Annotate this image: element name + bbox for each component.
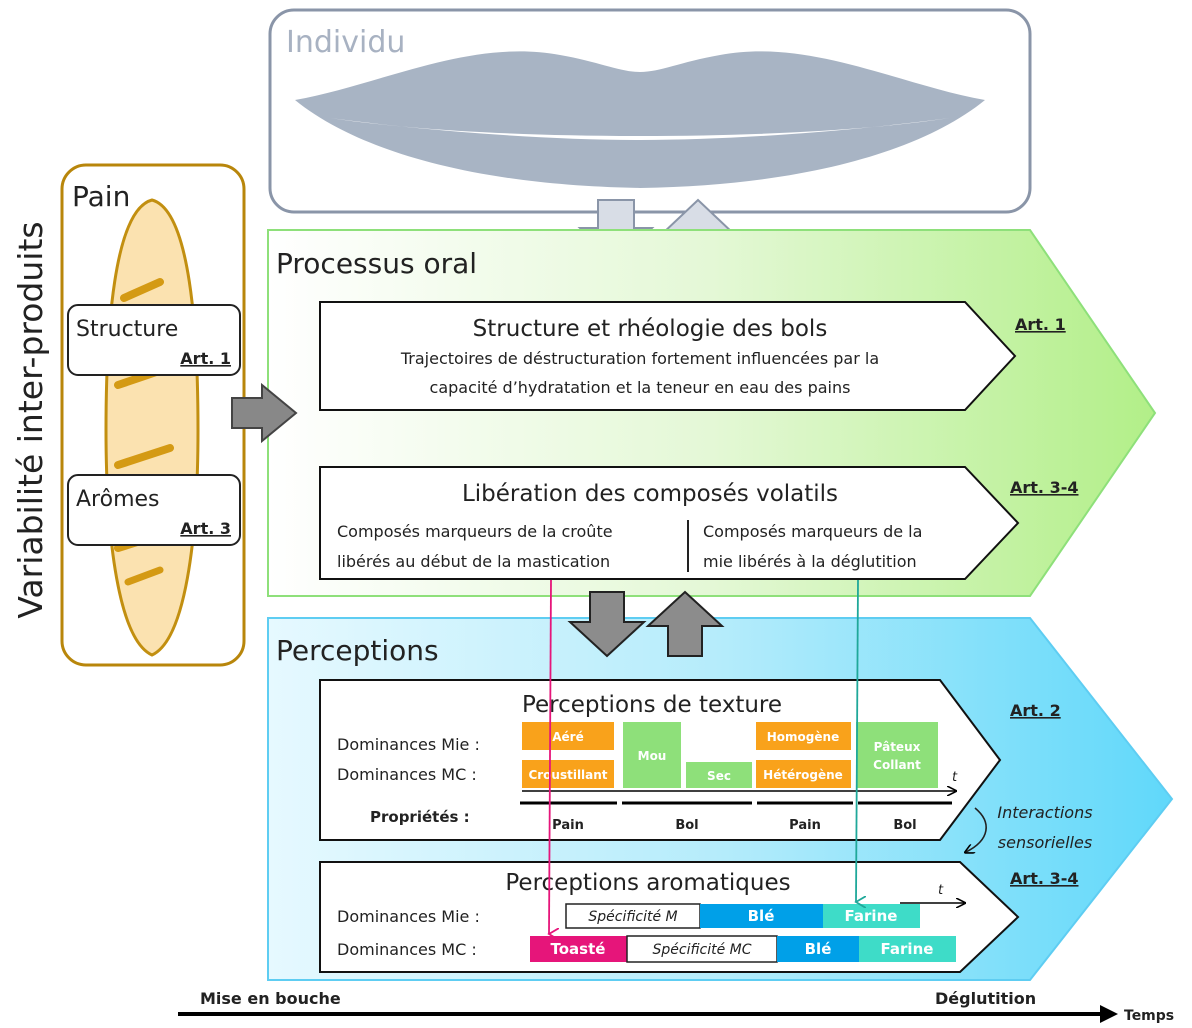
aroma-row-mc: Dominances MC : bbox=[337, 940, 477, 959]
liberation-right2: mie libérés à la déglutition bbox=[703, 552, 917, 571]
processus-title: Processus oral bbox=[276, 247, 477, 280]
liberation-left1: Composés marqueurs de la croûte bbox=[337, 522, 613, 541]
prop-label-1: Pain bbox=[552, 818, 584, 833]
svg-text:Croustillant: Croustillant bbox=[528, 768, 607, 782]
individu-label: Individu bbox=[286, 25, 405, 60]
timeline-end: Déglutition bbox=[935, 989, 1036, 1008]
bols-line2: capacité d’hydratation et la teneur en e… bbox=[430, 378, 851, 397]
svg-text:Farine: Farine bbox=[845, 907, 898, 925]
aromes-box bbox=[67, 474, 241, 546]
aroma-ref: Art. 3-4 bbox=[1010, 869, 1078, 888]
interactions-line2: sensorielles bbox=[998, 833, 1092, 852]
svg-text:Spécificité M: Spécificité M bbox=[588, 909, 677, 925]
liberation-right1: Composés marqueurs de la bbox=[703, 522, 922, 541]
baguette-icon bbox=[104, 198, 200, 657]
aroma-mie-ble: Blé bbox=[700, 904, 823, 928]
aroma-t-label: t bbox=[938, 883, 944, 898]
svg-text:Collant: Collant bbox=[873, 758, 921, 772]
aroma-mc-toaste: Toasté bbox=[530, 936, 627, 962]
bols-chevron-box bbox=[319, 301, 1017, 411]
liberation-chevron-box bbox=[319, 466, 1020, 580]
perceptions-title: Perceptions bbox=[276, 634, 439, 667]
texture-block-heterogene: Hétérogène bbox=[756, 760, 851, 788]
structure-box bbox=[67, 304, 241, 376]
aromes-label: Arômes bbox=[76, 487, 160, 512]
structure-label: Structure bbox=[76, 317, 178, 342]
lips-icon bbox=[295, 51, 985, 188]
texture-title: Perceptions de texture bbox=[522, 692, 782, 718]
pain-title: Pain bbox=[72, 180, 130, 213]
svg-text:Farine: Farine bbox=[881, 940, 934, 958]
texture-block-pateux-collant: Pâteux Collant bbox=[856, 722, 938, 788]
up-arrow-perceptions bbox=[645, 590, 725, 657]
aroma-title: Perceptions aromatiques bbox=[505, 870, 790, 896]
timeline-arrowhead bbox=[1100, 1005, 1118, 1023]
down-arrow-processus bbox=[567, 591, 647, 658]
bols-ref: Art. 1 bbox=[1015, 315, 1066, 334]
svg-text:Hétérogène: Hétérogène bbox=[763, 768, 843, 782]
bols-title: Structure et rhéologie des bols bbox=[473, 316, 828, 342]
texture-row-mc: Dominances MC : bbox=[337, 765, 477, 784]
texture-block-mou: Mou bbox=[623, 722, 681, 788]
svg-text:Blé: Blé bbox=[805, 940, 832, 958]
texture-ref: Art. 2 bbox=[1010, 701, 1061, 720]
structure-ref: Art. 1 bbox=[180, 349, 231, 368]
right-arrow-pain bbox=[231, 382, 298, 444]
aroma-mie-farine: Farine bbox=[823, 904, 920, 928]
texture-block-croustillant: Croustillant bbox=[522, 760, 614, 788]
prop-label-2: Bol bbox=[675, 818, 698, 833]
aromes-ref: Art. 3 bbox=[180, 519, 231, 538]
texture-block-sec: Sec bbox=[686, 762, 752, 788]
svg-text:Blé: Blé bbox=[748, 907, 775, 925]
svg-text:Aéré: Aéré bbox=[552, 730, 583, 744]
texture-props-label: Propriétés : bbox=[370, 808, 470, 826]
interactions-curve-arrow bbox=[966, 807, 987, 852]
svg-text:Spécificité MC: Spécificité MC bbox=[652, 942, 751, 958]
prop-label-3: Pain bbox=[789, 818, 821, 833]
svg-text:Sec: Sec bbox=[707, 769, 731, 783]
liberation-ref: Art. 3-4 bbox=[1010, 478, 1078, 497]
timeline-start: Mise en bouche bbox=[200, 989, 341, 1008]
timeline-axis-label: Temps bbox=[1124, 1008, 1174, 1024]
bols-line1: Trajectoires de déstructuration fortemen… bbox=[400, 349, 879, 368]
svg-text:Pâteux: Pâteux bbox=[874, 740, 921, 754]
baguette-cut-3 bbox=[114, 444, 174, 469]
side-title: Variabilité inter-produits bbox=[11, 221, 50, 618]
texture-row-mie: Dominances Mie : bbox=[337, 735, 480, 754]
svg-text:Toasté: Toasté bbox=[551, 940, 606, 958]
liberation-title: Libération des composés volatils bbox=[462, 481, 838, 507]
interactions-line1: Interactions bbox=[997, 803, 1092, 822]
aroma-mc-specificite-mc: Spécificité MC bbox=[626, 935, 778, 963]
baguette-cut-1 bbox=[120, 278, 164, 302]
prop-label-4: Bol bbox=[893, 818, 916, 833]
aroma-mc-farine: Farine bbox=[859, 936, 956, 962]
liberation-left2: libérés au début de la mastication bbox=[337, 552, 610, 571]
pink-connector-line bbox=[549, 579, 551, 934]
svg-text:Homogène: Homogène bbox=[767, 730, 839, 744]
texture-block-homogene: Homogène bbox=[756, 722, 851, 750]
svg-text:Mou: Mou bbox=[638, 749, 667, 763]
texture-block-aere: Aéré bbox=[522, 722, 614, 750]
teal-connector-line bbox=[856, 579, 858, 902]
baguette-cut-5 bbox=[124, 566, 164, 586]
aroma-mie-specificite-m: Spécificité M bbox=[565, 903, 701, 929]
aroma-row-mie: Dominances Mie : bbox=[337, 907, 480, 926]
texture-t-label: t bbox=[952, 770, 958, 785]
aroma-mc-ble: Blé bbox=[777, 936, 859, 962]
